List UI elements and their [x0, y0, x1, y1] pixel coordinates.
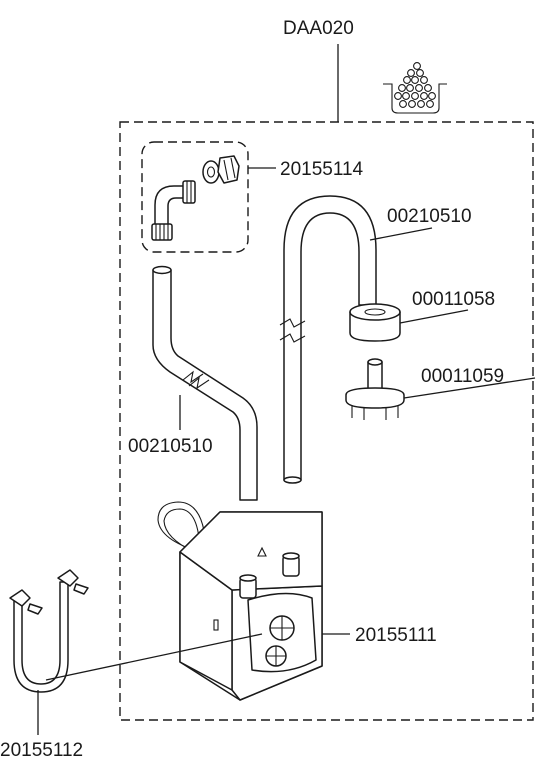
- left-tube: [152, 265, 258, 501]
- peristaltic-pump: [157, 501, 323, 701]
- pump-label: 20155111: [355, 625, 437, 646]
- lance-leader: [403, 377, 536, 399]
- right-tube-leader: [369, 227, 433, 241]
- right-tube-label: 00210510: [387, 206, 472, 227]
- fitting-label: 20155114: [280, 159, 364, 180]
- suction-lance: [345, 358, 405, 420]
- lance-label: 00011059: [421, 366, 504, 387]
- cap: [349, 303, 401, 342]
- hose-label: 20155112: [0, 740, 83, 761]
- fitting-group-boundary: [141, 141, 249, 253]
- kit-boundary: [119, 121, 534, 721]
- hose-leader-pump: [45, 633, 263, 681]
- kit-label: DAA020: [283, 18, 354, 39]
- left-tube-label: 00210510: [128, 436, 213, 457]
- right-tube: [279, 195, 377, 484]
- pump-hose: [9, 569, 89, 693]
- elbow-fitting: [151, 155, 240, 241]
- cap-leader: [399, 309, 469, 324]
- cap-label: 00011058: [412, 289, 495, 310]
- detergent-container-icon: [383, 62, 447, 114]
